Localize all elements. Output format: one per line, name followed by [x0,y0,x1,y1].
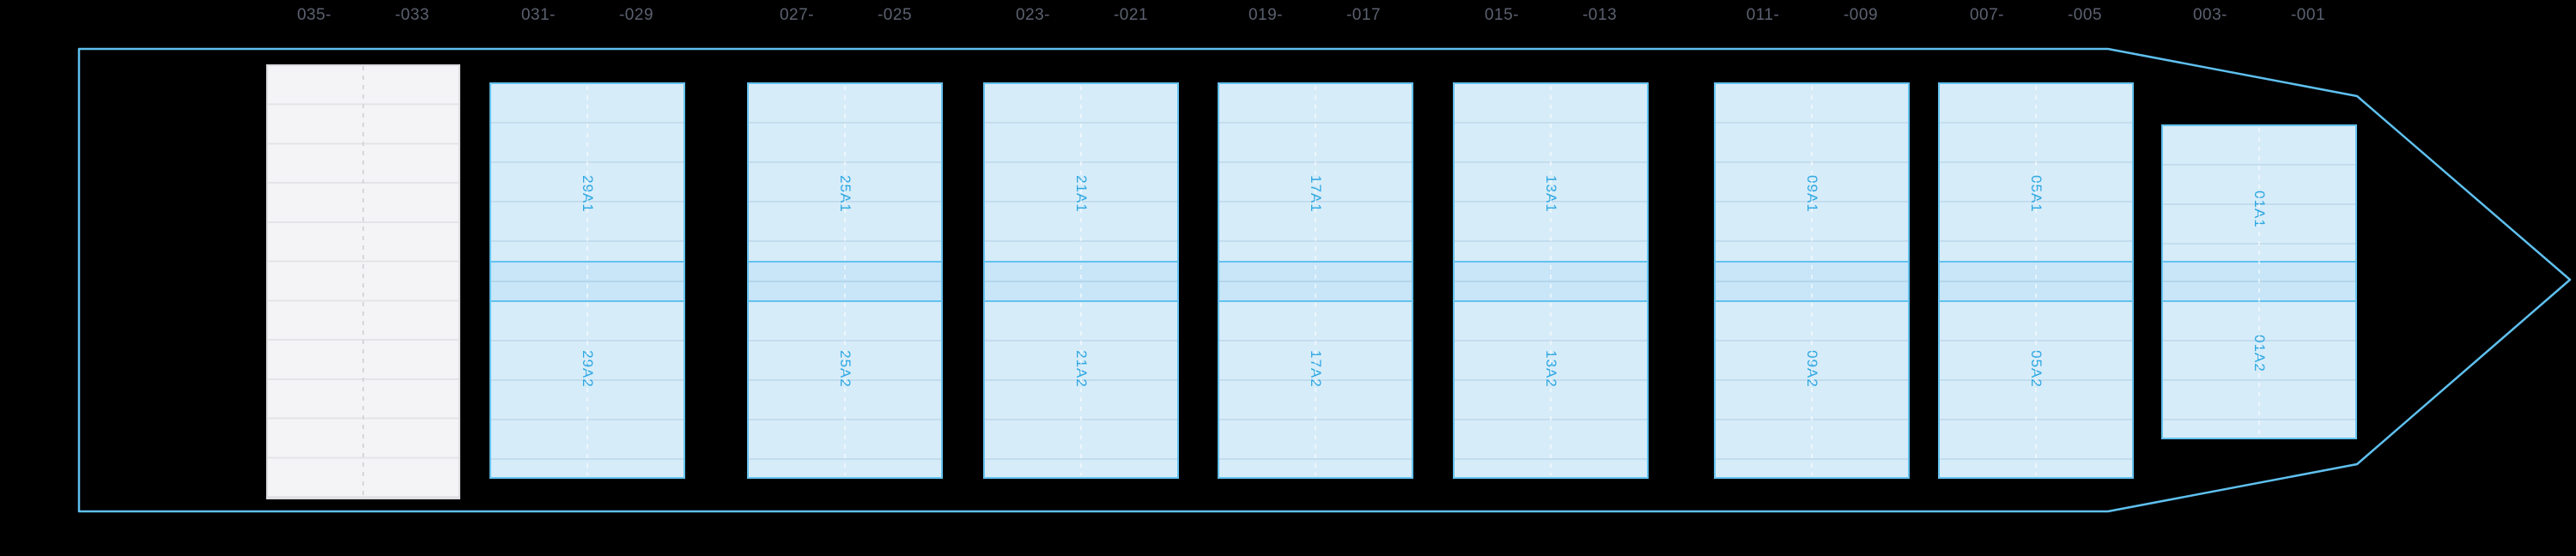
ruler-label-011: 011- [1746,6,1780,24]
bay-09-middle-band [1716,261,1908,302]
bay-section-21A1[interactable]: 21A1 [985,84,1177,261]
bay-label-13A1: 13A1 [1543,174,1559,213]
bay-01-middle-band [2163,261,2355,302]
bay-section-01A1[interactable]: 01A1 [2163,126,2355,261]
bay-label-17A1: 17A1 [1308,174,1324,213]
bay-section-25A2[interactable]: 25A2 [749,302,941,477]
bay-label-29A1: 29A1 [580,174,596,213]
bay-label-05A1: 05A1 [2028,174,2044,213]
bay-25: 25A1 25A2 [747,82,943,479]
bay-section-17A1[interactable]: 17A1 [1219,84,1412,261]
ruler-label-035: 035- [296,6,332,24]
ruler-label-025: -025 [877,6,913,24]
ruler-label-007: 007- [1969,6,2005,24]
bay-17: 17A1 17A2 [1218,82,1413,479]
bay-label-29A2: 29A2 [580,349,596,388]
bay-label-05A2: 05A2 [2028,349,2044,388]
bay-label-25A2: 25A2 [837,349,854,388]
bay-label-25A1: 25A1 [837,174,854,213]
bay-13: 13A1 13A2 [1453,82,1649,479]
bay-label-09A1: 09A1 [1804,174,1820,213]
ruler-label-001: -001 [2290,6,2326,24]
bay-section-05A2[interactable]: 05A2 [1940,302,2132,477]
bay-01: 01A1 01A2 [2161,124,2357,439]
block-center-dashed-line [362,66,364,498]
bay-label-17A2: 17A2 [1308,349,1324,388]
bay-section-25A1[interactable]: 25A1 [749,84,941,261]
ruler-label-009: -009 [1843,6,1879,24]
ruler-label-003: 003- [2192,6,2228,24]
bay-label-21A2: 21A2 [1073,349,1090,388]
bay-label-21A1: 21A1 [1073,174,1090,213]
ruler-label-015: 015- [1484,6,1520,24]
bay-label-09A2: 09A2 [1804,349,1820,388]
ruler-label-005: -005 [2067,6,2103,24]
unassigned-grid-block [266,64,460,499]
bay-section-21A2[interactable]: 21A2 [985,302,1177,477]
ruler-label-023: 023- [1015,6,1051,24]
bay-section-09A2[interactable]: 09A2 [1716,302,1908,477]
ruler-label-013: -013 [1582,6,1618,24]
bay-25-middle-band [749,261,941,302]
position-ruler: 035- -033 031- -029 027- -025 023- -021 019- -017… [0,0,2576,34]
ruler-label-033: -033 [394,6,430,24]
bay-29: 29A1 29A2 [489,82,685,479]
bay-05-middle-band [1940,261,2132,302]
bay-section-13A2[interactable]: 13A2 [1455,302,1647,477]
bay-05: 05A1 05A2 [1938,82,2134,479]
bay-section-13A1[interactable]: 13A1 [1455,84,1647,261]
bay-09: 09A1 09A2 [1714,82,1910,479]
bay-label-01A2: 01A2 [2251,335,2268,372]
bay-29-middle-band [491,261,683,302]
ruler-label-027: 027- [779,6,815,24]
bay-section-09A1[interactable]: 09A1 [1716,84,1908,261]
bay-label-01A1: 01A1 [2251,190,2268,229]
bay-21: 21A1 21A2 [983,82,1179,479]
ruler-label-019: 019- [1248,6,1284,24]
bay-17-middle-band [1219,261,1412,302]
bay-section-17A2[interactable]: 17A2 [1219,302,1412,477]
bay-section-05A1[interactable]: 05A1 [1940,84,2132,261]
ruler-label-017: -017 [1346,6,1382,24]
bay-section-29A1[interactable]: 29A1 [491,84,683,261]
bay-label-13A2: 13A2 [1543,349,1559,388]
bay-13-middle-band [1455,261,1647,302]
ruler-label-021: -021 [1113,6,1149,24]
ruler-label-031: 031- [520,6,556,24]
bay-section-29A2[interactable]: 29A2 [491,302,683,477]
ruler-label-029: -029 [618,6,654,24]
bay-21-middle-band [985,261,1177,302]
bay-section-01A2[interactable]: 01A2 [2163,302,2355,438]
